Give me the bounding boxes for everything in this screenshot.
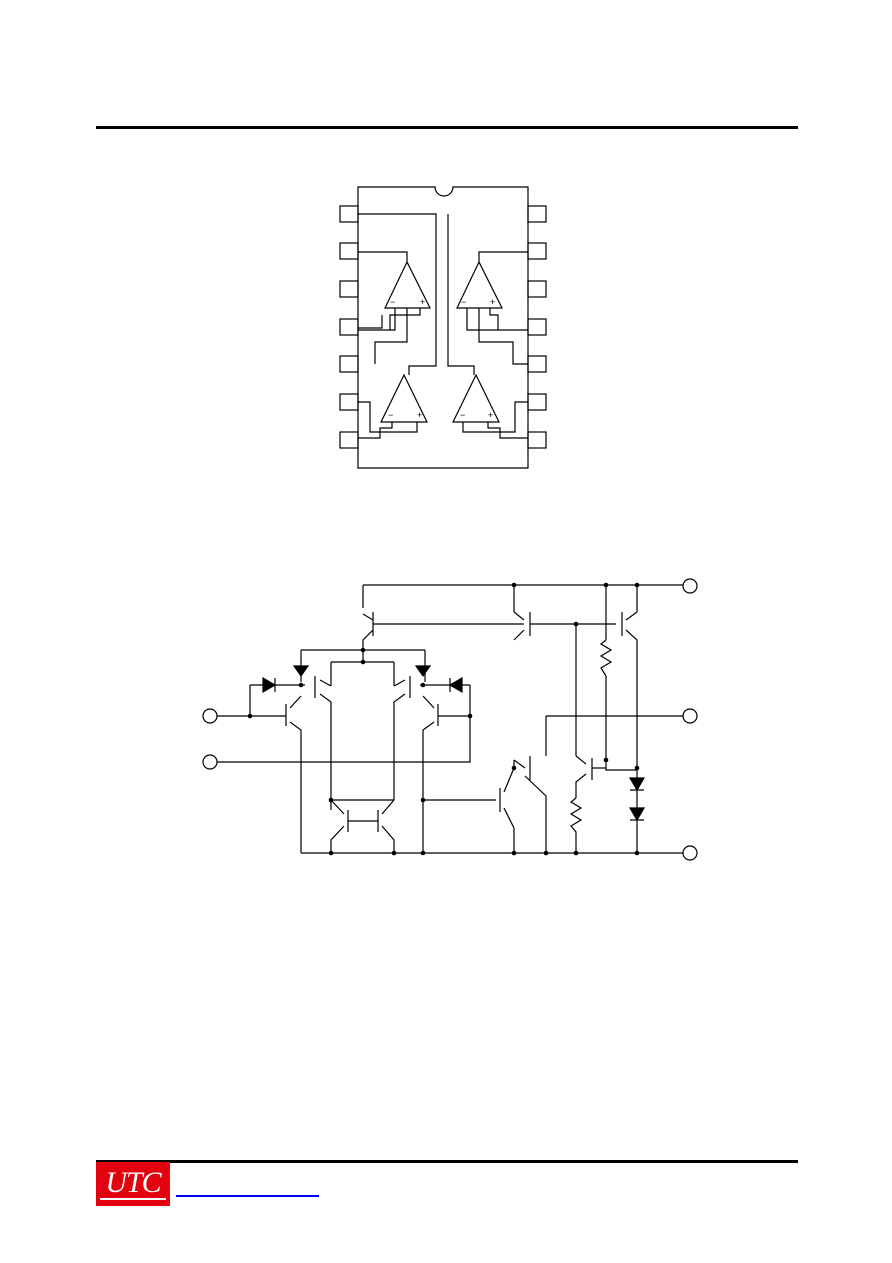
resistor-bottom [569, 797, 583, 853]
footer-rule [96, 1160, 798, 1163]
pin-9 [527, 393, 547, 411]
opamp-4-plus: + [488, 410, 493, 420]
ic-package-outline [357, 186, 529, 469]
transistor-q-in-right-outer [422, 695, 439, 853]
pin-configuration-diagram: − + − + − + − + [339, 186, 547, 469]
transistor-q-limit [575, 755, 593, 798]
terminal-gnd [682, 845, 698, 861]
website-link[interactable] [176, 1195, 319, 1197]
opamp-3-symbol [380, 373, 428, 423]
transistor-q-gain [499, 767, 515, 853]
logo-text: UTC [105, 1166, 161, 1199]
terminal-output [682, 708, 698, 724]
terminal-noninverting-input [202, 754, 218, 770]
opamp-1-plus: + [420, 297, 425, 307]
opamp-4-symbol [452, 373, 500, 423]
pin-1 [339, 205, 359, 223]
equivalent-circuit-schematic [202, 578, 698, 861]
pin-7 [339, 431, 359, 449]
transistor-q-driver [513, 756, 547, 853]
opamp-3-plus: + [417, 410, 422, 420]
opamp-2-minus: − [461, 297, 466, 307]
pin-5 [339, 355, 359, 373]
transistor-q-source [362, 612, 374, 650]
utc-logo: UTC [96, 1162, 170, 1206]
pin-8 [527, 431, 547, 449]
header-rule [96, 126, 798, 129]
terminal-vcc [682, 578, 698, 594]
opamp-3-minus: − [388, 410, 393, 420]
transistor-q-right [621, 611, 638, 768]
pin-3 [339, 280, 359, 298]
diode-left-side [250, 676, 305, 694]
transistor-q-in-left [314, 676, 332, 800]
opamp-1-minus: − [390, 297, 395, 307]
pin-4 [339, 318, 359, 336]
transistor-q-in-right [393, 676, 411, 800]
transistor-mirror-left [330, 799, 349, 853]
terminal-inverting-input [202, 708, 218, 724]
pin-2 [339, 242, 359, 260]
pin-11 [527, 318, 547, 336]
pin-12 [527, 280, 547, 298]
pin-14 [527, 205, 547, 223]
pin-13 [527, 242, 547, 260]
transistor-mirror-right [377, 799, 395, 853]
transistor-q-in-left-outer [285, 695, 302, 853]
opamp-4-minus: − [460, 410, 465, 420]
resistor-top [599, 639, 613, 677]
pin-6 [339, 393, 359, 411]
pin-10 [527, 355, 547, 373]
transistor-q-mid [513, 611, 531, 641]
opamp-2-plus: + [490, 297, 495, 307]
logo-underline [100, 1198, 166, 1200]
diode-right-side [420, 676, 470, 694]
